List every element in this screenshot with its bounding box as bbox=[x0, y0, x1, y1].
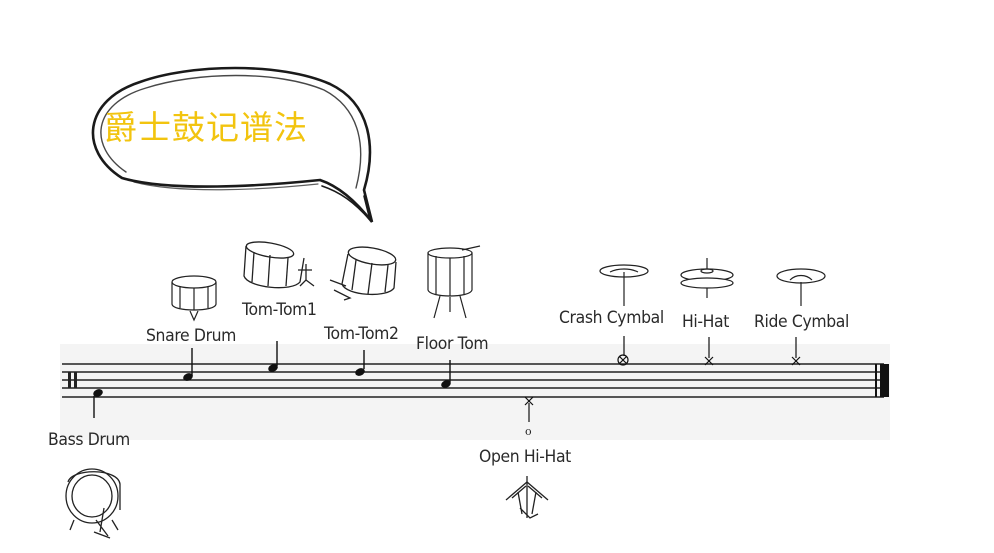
label-bass-drum: Bass Drum bbox=[48, 430, 130, 450]
note-hi-hat bbox=[704, 337, 714, 366]
label-floor-tom: Floor Tom bbox=[416, 334, 489, 354]
label-ride-cymbal: Ride Cymbal bbox=[754, 312, 849, 332]
note-tom-tom-2 bbox=[355, 350, 365, 376]
open-symbol: o bbox=[525, 425, 532, 438]
final-barline bbox=[875, 364, 889, 397]
note-tom-tom-1 bbox=[268, 341, 278, 372]
label-tom-tom-1: Tom-Tom1 bbox=[242, 300, 317, 320]
label-snare-drum: Snare Drum bbox=[146, 326, 237, 346]
speech-bubble bbox=[91, 66, 374, 223]
staff-background bbox=[60, 344, 890, 440]
note-crash-cymbal bbox=[617, 336, 629, 366]
snare-drum-icon bbox=[171, 275, 217, 322]
hi-hat-icon bbox=[680, 258, 734, 298]
floor-tom-icon bbox=[427, 245, 481, 319]
note-floor-tom bbox=[441, 360, 451, 388]
label-crash-cymbal: Crash Cymbal bbox=[559, 308, 664, 328]
crash-cymbal-icon bbox=[599, 264, 649, 306]
page-title: 爵士鼓记谱法 bbox=[104, 108, 308, 147]
note-bass-drum bbox=[93, 389, 103, 418]
label-open-hi-hat: Open Hi-Hat bbox=[479, 447, 571, 467]
label-tom-tom-2: Tom-Tom2 bbox=[324, 324, 399, 344]
note-snare-drum bbox=[183, 348, 193, 381]
tom-tom-2-icon bbox=[329, 246, 397, 301]
percussion-clef bbox=[68, 372, 77, 388]
note-ride-cymbal bbox=[791, 337, 801, 366]
note-open-hi-hat bbox=[524, 396, 534, 422]
ride-cymbal-icon bbox=[776, 268, 826, 306]
open-hi-hat-stand-icon bbox=[505, 476, 549, 519]
label-hi-hat: Hi-Hat bbox=[682, 312, 730, 332]
bass-drum-icon bbox=[65, 468, 121, 539]
tom-tom-1-icon bbox=[243, 241, 315, 289]
staff bbox=[62, 363, 884, 398]
